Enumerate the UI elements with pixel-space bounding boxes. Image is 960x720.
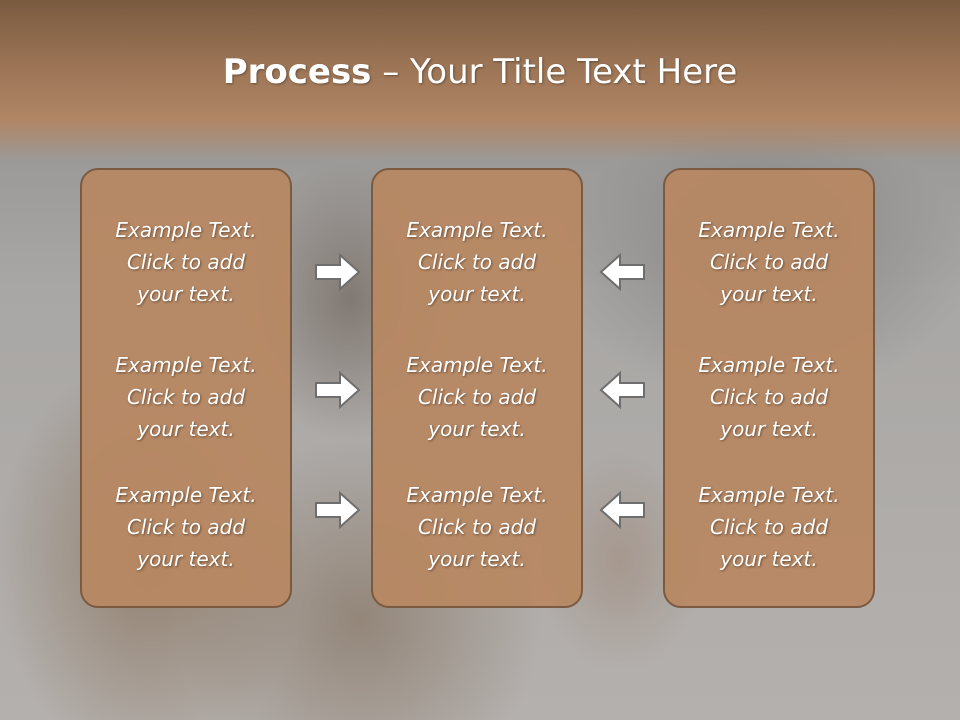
arrow-left-icon[interactable] (598, 490, 646, 530)
text-line: Example Text. (406, 218, 548, 242)
text-line: your text. (428, 282, 526, 306)
text-line: Click to add (126, 385, 246, 409)
arrow-right-icon[interactable] (314, 490, 362, 530)
text-line: Click to add (126, 515, 246, 539)
text-line: Example Text. (698, 218, 840, 242)
text-line: Example Text. (115, 483, 257, 507)
text-line: your text. (720, 417, 818, 441)
text-placeholder[interactable]: Example Text. Click to add your text. (373, 214, 581, 310)
text-placeholder[interactable]: Example Text. Click to add your text. (82, 214, 290, 310)
title-rest: – Your Title Text Here (371, 52, 738, 92)
title-bold: Process (222, 52, 372, 92)
text-line: your text. (720, 547, 818, 571)
text-placeholder[interactable]: Example Text. Click to add your text. (82, 479, 290, 575)
process-card-right[interactable]: Example Text. Click to add your text. Ex… (663, 168, 875, 608)
text-line: Example Text. (406, 353, 548, 377)
text-line: your text. (137, 417, 235, 441)
text-placeholder[interactable]: Example Text. Click to add your text. (373, 479, 581, 575)
text-line: Click to add (417, 250, 537, 274)
text-line: Click to add (126, 250, 246, 274)
text-placeholder[interactable]: Example Text. Click to add your text. (665, 214, 873, 310)
text-placeholder[interactable]: Example Text. Click to add your text. (82, 349, 290, 445)
text-line: Example Text. (406, 483, 548, 507)
text-line: Example Text. (698, 353, 840, 377)
header-band (0, 0, 960, 160)
text-line: your text. (428, 417, 526, 441)
arrow-left-icon[interactable] (598, 370, 646, 410)
text-line: your text. (137, 547, 235, 571)
text-placeholder[interactable]: Example Text. Click to add your text. (373, 349, 581, 445)
arrow-right-icon[interactable] (314, 370, 362, 410)
text-line: your text. (137, 282, 235, 306)
text-line: Click to add (709, 385, 829, 409)
text-line: Example Text. (698, 483, 840, 507)
text-line: Click to add (709, 250, 829, 274)
text-line: Example Text. (115, 353, 257, 377)
process-card-center[interactable]: Example Text. Click to add your text. Ex… (371, 168, 583, 608)
text-line: Example Text. (115, 218, 257, 242)
text-placeholder[interactable]: Example Text. Click to add your text. (665, 349, 873, 445)
text-line: your text. (720, 282, 818, 306)
text-placeholder[interactable]: Example Text. Click to add your text. (665, 479, 873, 575)
text-line: Click to add (417, 385, 537, 409)
slide-title[interactable]: Process – Your Title Text Here (0, 52, 960, 92)
arrow-right-icon[interactable] (314, 252, 362, 292)
text-line: Click to add (417, 515, 537, 539)
process-card-left[interactable]: Example Text. Click to add your text. Ex… (80, 168, 292, 608)
text-line: your text. (428, 547, 526, 571)
arrow-left-icon[interactable] (598, 252, 646, 292)
text-line: Click to add (709, 515, 829, 539)
